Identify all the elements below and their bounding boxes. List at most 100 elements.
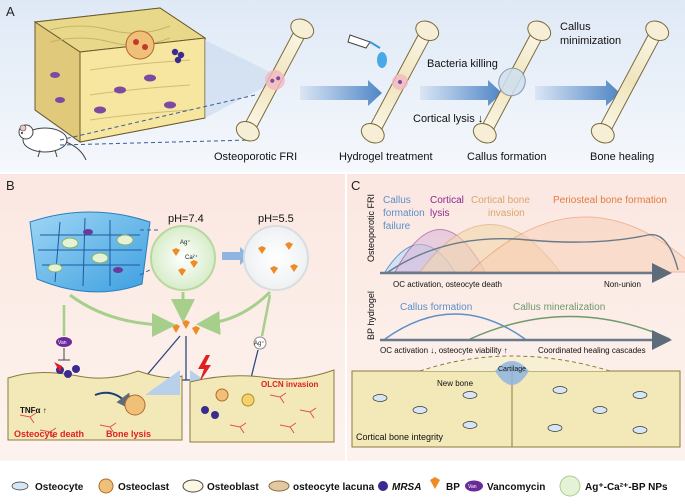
- legend-item-osteoblast: Osteoblast: [182, 479, 259, 493]
- ylabel-bottom: BP hydrogel: [366, 291, 376, 340]
- shape-decor: [145, 370, 180, 395]
- bone-integrity-panel: New bone Cartilage Cortical bone integri…: [351, 355, 681, 448]
- legend-item-osteocyte: Osteocyte: [11, 481, 84, 493]
- stage-label: Callus formation: [467, 151, 546, 163]
- panel-b: B pH=7.4 Ag⁺ Ca²⁺ pH=5.5: [0, 174, 345, 461]
- svg-text:Osteoblast: Osteoblast: [207, 482, 259, 493]
- vancomycin-icon: [56, 337, 72, 347]
- svg-text:Ag⁺-Ca²⁺-BP NPs: Ag⁺-Ca²⁺-BP NPs: [585, 482, 668, 493]
- osteocyte-cell: [164, 101, 176, 109]
- svg-text:osteocyte lacuna: osteocyte lacuna: [293, 482, 375, 493]
- np-ph55: [243, 225, 309, 291]
- label-minimization: minimization: [560, 35, 621, 47]
- svg-text:Osteocyte: Osteocyte: [35, 482, 84, 493]
- legend: Osteocyte Osteoclast Osteoblast osteocyt…: [0, 463, 685, 504]
- osteocyte-cell: [94, 106, 106, 114]
- cortical-label-1: Cortical: [430, 195, 464, 206]
- label-callus: Callus: [560, 21, 591, 33]
- svg-text:Van: Van: [468, 484, 477, 490]
- osteocyte-cell: [144, 74, 156, 82]
- stage-label: Osteoporotic FRI: [214, 151, 297, 163]
- bp-icons: [172, 248, 198, 276]
- callus-label-2: formation: [383, 208, 425, 219]
- ph-right-label: pH=5.5: [258, 213, 294, 225]
- svg-text:Vancomycin: Vancomycin: [487, 482, 545, 493]
- hydrogel-block: [29, 211, 151, 293]
- oc-down-label: OC activation ↓, osteocyte viability ↑: [380, 346, 508, 355]
- panel-a-letter: A: [6, 4, 15, 19]
- ag-ion-label: Ag⁺: [180, 239, 191, 246]
- panel-c-letter: C: [351, 178, 360, 193]
- ca-ion-label: Ca²⁺: [185, 254, 198, 261]
- ag-ion-free: Ag⁺: [254, 340, 265, 347]
- syringe-icon: [347, 34, 371, 49]
- arrow-a1: [300, 80, 382, 106]
- invasion-label-1: Cortical bone: [471, 195, 530, 206]
- ag-ion: [253, 336, 267, 350]
- legend-item-mrsa: MRSA: [378, 481, 421, 493]
- osteocyte-cell: [55, 97, 65, 103]
- legend-item-np: Ag⁺-Ca²⁺-BP NPs: [559, 475, 668, 497]
- svg-text:MRSA: MRSA: [392, 482, 421, 493]
- legend-item-osteoclast: Osteoclast: [98, 478, 170, 494]
- mouse-illustration: [18, 124, 87, 161]
- tnf-label: TNFα ↑: [20, 406, 47, 415]
- bone-tissue-block: [33, 7, 207, 143]
- callus-label-1: Callus: [383, 195, 411, 206]
- lightning-icon: [198, 355, 211, 383]
- callus-formation-curve: [384, 313, 526, 340]
- panel-b-letter: B: [6, 178, 15, 193]
- olcn-label: OLCN invasion: [261, 380, 318, 389]
- callus-label-3: failure: [383, 221, 411, 232]
- coordinated-label: Coordinated healing cascades: [538, 346, 646, 355]
- mrsa-bacterium: [171, 48, 179, 56]
- panel-c: C Osteoporotic FRI BP hydrogel Callus fo…: [347, 174, 685, 461]
- label-cortical-lysis: Cortical lysis ↓: [413, 113, 483, 125]
- label-bacteria-killing: Bacteria killing: [427, 58, 498, 70]
- non-union-label: Non-union: [604, 280, 641, 289]
- ylabel-top: Osteoporotic FRI: [366, 194, 376, 262]
- osteocyte-cell: [50, 72, 60, 78]
- panel-a: A: [0, 0, 685, 172]
- oc-activation-label: OC activation, osteocyte death: [393, 280, 502, 289]
- svg-text:BP: BP: [446, 482, 460, 493]
- bone-tissue-left: TNFα ↑ Osteocyte death Bone lysis: [7, 362, 183, 441]
- mouse-to-bone-line: [59, 94, 256, 141]
- fri-curves: [384, 216, 685, 273]
- integrity-label: Cortical bone integrity: [356, 432, 444, 442]
- bone-callus-formation: [472, 20, 552, 144]
- osteocyte-cell: [114, 86, 126, 94]
- bone-hydrogel-treatment: [360, 20, 440, 144]
- bone-healing: [590, 20, 670, 144]
- stage-label: Bone healing: [590, 151, 654, 163]
- arrow-a3: [535, 80, 620, 106]
- callus-mineral-curve: [469, 315, 671, 340]
- callus-formation-label: Callus formation: [400, 302, 472, 313]
- callus-mineral-label: Callus mineralization: [513, 302, 605, 313]
- legend-item-lacuna: osteocyte lacuna: [268, 480, 375, 493]
- bone-osteoporotic-fri: [235, 18, 315, 142]
- mouse-to-bone-line: [59, 139, 251, 146]
- ph-left-label: pH=7.4: [168, 213, 204, 225]
- osteoclast-cell: [125, 30, 155, 60]
- hydrogel-drop-icon: [377, 52, 387, 68]
- cartilage-shape: [495, 361, 529, 385]
- bone-tissue-right: OLCN invasion: [189, 369, 335, 443]
- np-ph74: [150, 225, 216, 291]
- osteocyte-death-label: Osteocyte death: [14, 429, 84, 439]
- zoom-projection: [205, 40, 270, 118]
- new-bone-label: New bone: [437, 379, 474, 388]
- stage-label: Hydrogel treatment: [339, 151, 433, 163]
- bone-lysis-label: Bone lysis: [106, 429, 151, 439]
- cortical-label-2: lysis: [430, 208, 449, 219]
- svg-text:Osteoclast: Osteoclast: [118, 482, 170, 493]
- arrow-a2: [420, 80, 502, 106]
- periosteal-label: Periosteal bone formation: [553, 195, 667, 206]
- ph-arrow: [222, 247, 250, 265]
- invasion-label-2: invasion: [488, 208, 525, 219]
- legend-item-bp: BP: [430, 477, 460, 493]
- van-label: Van: [58, 340, 67, 346]
- cartilage-label: Cartilage: [498, 366, 526, 373]
- legend-item-vancomycin: Van Vancomycin: [465, 480, 545, 493]
